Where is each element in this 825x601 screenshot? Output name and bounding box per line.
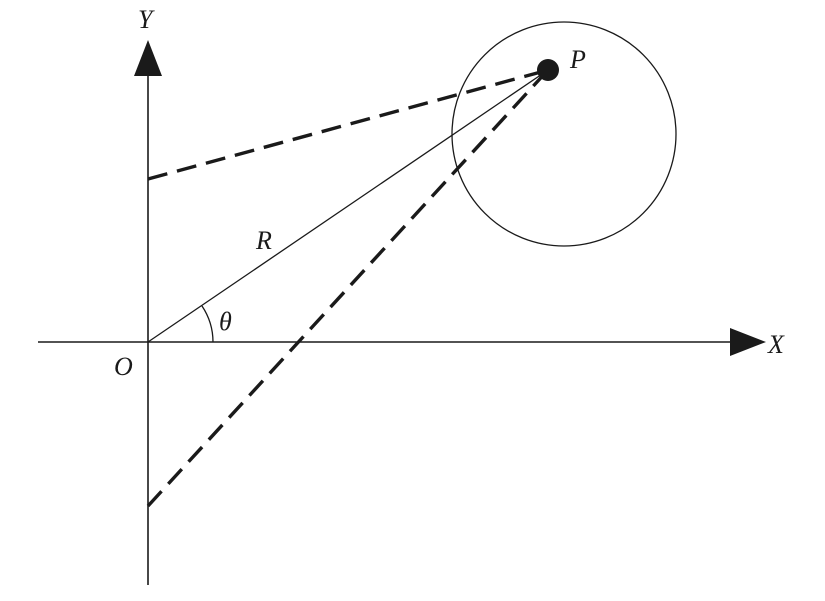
y-axis-label: Y [138, 5, 155, 34]
angle-arc [201, 305, 214, 343]
y-axis-arrowhead [134, 40, 162, 76]
radius-label: R [255, 226, 272, 255]
angle-label: θ [219, 307, 232, 336]
point-p-dot [537, 59, 559, 81]
radius-line [147, 69, 549, 343]
circle [451, 21, 677, 247]
x-axis-arrowhead [730, 328, 766, 356]
dashed-line-lower [146, 68, 550, 508]
origin-label: O [114, 352, 133, 381]
dashed-line-upper [147, 68, 549, 181]
point-label: P [569, 45, 586, 74]
x-axis-label: X [767, 330, 785, 359]
